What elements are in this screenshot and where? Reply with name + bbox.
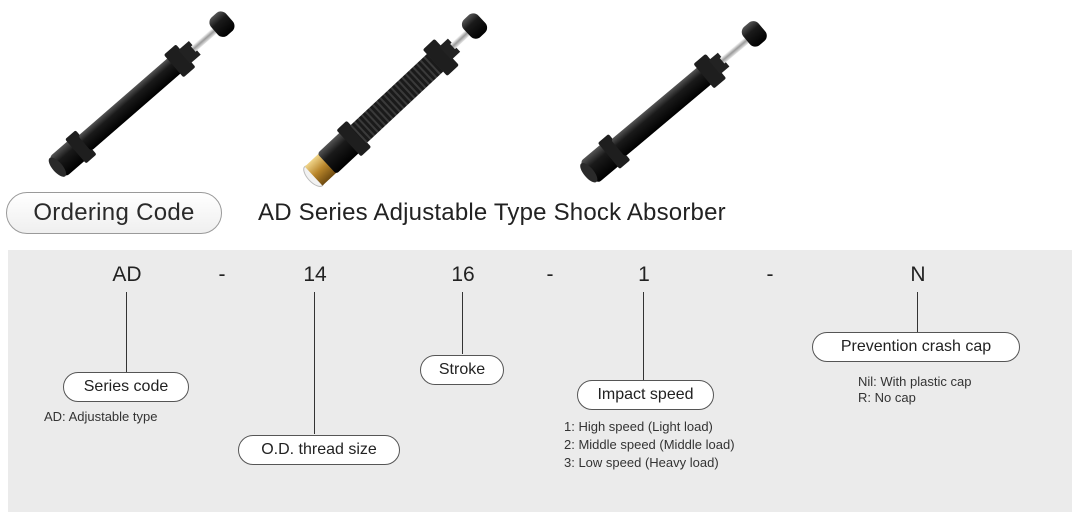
crash-cap-note-2: R: No cap bbox=[858, 390, 916, 405]
series-title: AD Series Adjustable Type Shock Absorber bbox=[258, 199, 726, 226]
series-code-label: Series code bbox=[63, 372, 189, 402]
thread-size-label: O.D. thread size bbox=[238, 435, 400, 465]
code-separator: - bbox=[218, 263, 226, 286]
impact-speed-note-1: 1: High speed (Light load) bbox=[564, 419, 713, 434]
code-stroke: 16 bbox=[451, 263, 475, 286]
connector-crash-cap bbox=[917, 292, 918, 332]
shock-absorber-image-3 bbox=[580, 21, 767, 183]
code-separator: - bbox=[766, 263, 774, 286]
code-separator: - bbox=[546, 263, 554, 286]
connector-impact-speed bbox=[643, 292, 644, 380]
impact-speed-label: Impact speed bbox=[577, 380, 714, 410]
connector-series bbox=[126, 292, 127, 372]
shock-absorber-image-2 bbox=[303, 13, 488, 187]
stroke-label: Stroke bbox=[420, 355, 504, 385]
impact-speed-note-2: 2: Middle speed (Middle load) bbox=[564, 437, 735, 452]
crash-cap-label: Prevention crash cap bbox=[812, 332, 1020, 362]
code-impact-speed: 1 bbox=[638, 263, 650, 286]
code-crash-cap: N bbox=[910, 263, 926, 286]
crash-cap-note-1: Nil: With plastic cap bbox=[858, 374, 972, 389]
series-code-note: AD: Adjustable type bbox=[44, 409, 158, 424]
ordering-code-badge: Ordering Code bbox=[6, 192, 222, 234]
connector-stroke bbox=[462, 292, 463, 354]
code-thread-size: 14 bbox=[303, 263, 327, 286]
shock-absorber-image-1 bbox=[48, 11, 235, 177]
code-series: AD bbox=[112, 263, 142, 286]
connector-thread-size bbox=[314, 292, 315, 434]
impact-speed-note-3: 3: Low speed (Heavy load) bbox=[564, 455, 719, 470]
